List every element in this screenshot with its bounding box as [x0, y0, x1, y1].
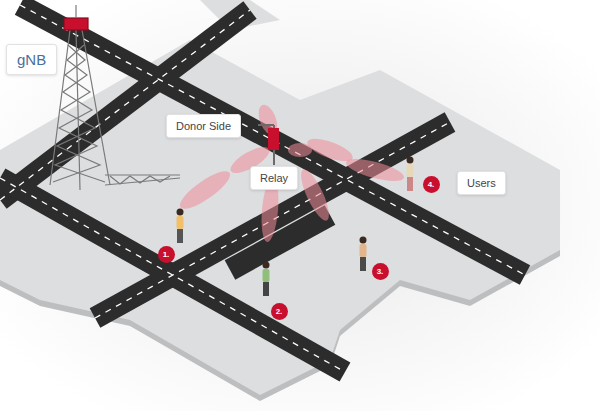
label-text: Users: [467, 177, 496, 189]
callout-text: 1.: [163, 250, 170, 259]
relay-beams: [175, 102, 406, 242]
label-box: Donor Side: [166, 114, 241, 138]
gnb-tower: [50, 5, 180, 190]
callout-number: 2.: [271, 303, 288, 320]
label-text: gNB: [17, 51, 46, 68]
label-box: Users: [457, 171, 506, 195]
callout-number: 4.: [423, 176, 440, 193]
label-text: Donor Side: [176, 120, 231, 132]
label-box: gNB: [6, 44, 57, 75]
label-box: Relay: [250, 166, 298, 190]
callout-number: 3.: [372, 263, 389, 280]
relay-device: [258, 125, 279, 165]
ground-plates: [0, 0, 560, 401]
user-figures: [177, 157, 414, 297]
callout-number: 1.: [158, 246, 175, 263]
label-text: Relay: [260, 172, 288, 184]
roads: [0, 5, 525, 372]
callout-text: 4.: [428, 180, 435, 189]
callout-text: 3.: [377, 267, 384, 276]
callout-text: 2.: [276, 307, 283, 316]
